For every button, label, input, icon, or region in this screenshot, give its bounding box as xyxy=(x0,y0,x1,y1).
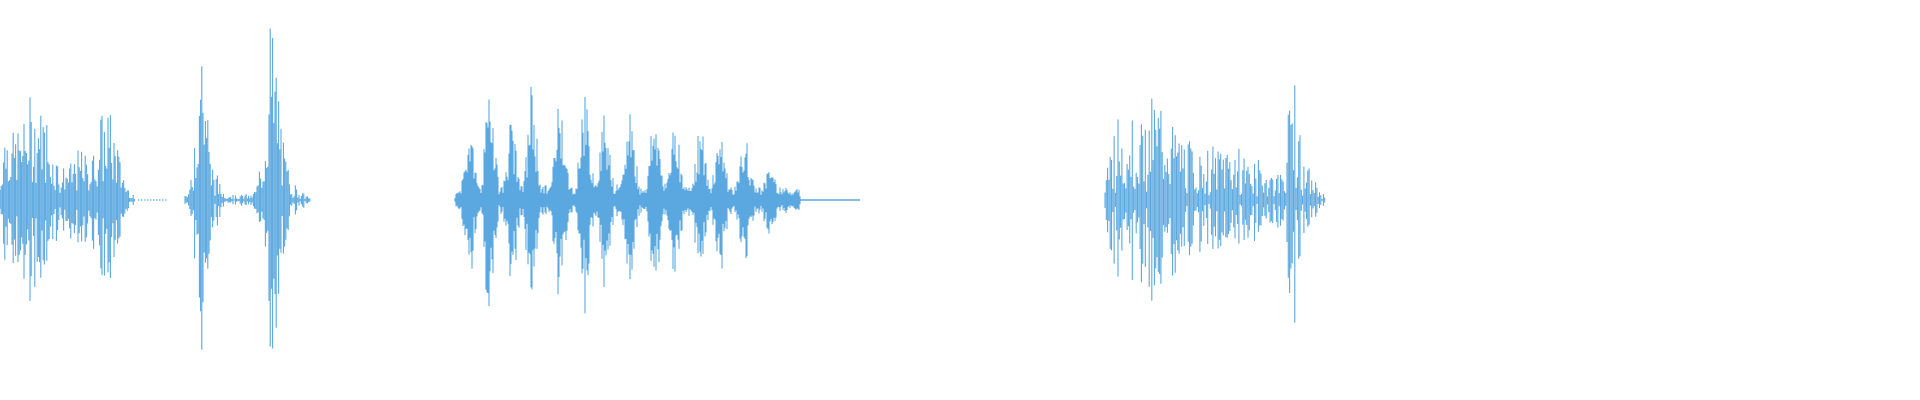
waveform-segment-speech xyxy=(0,97,167,301)
waveform-segment-pulses xyxy=(454,86,860,314)
waveform-segment-crackle xyxy=(1104,85,1326,323)
waveform-segments xyxy=(0,28,1326,350)
waveform-segment-clicks xyxy=(184,28,311,350)
